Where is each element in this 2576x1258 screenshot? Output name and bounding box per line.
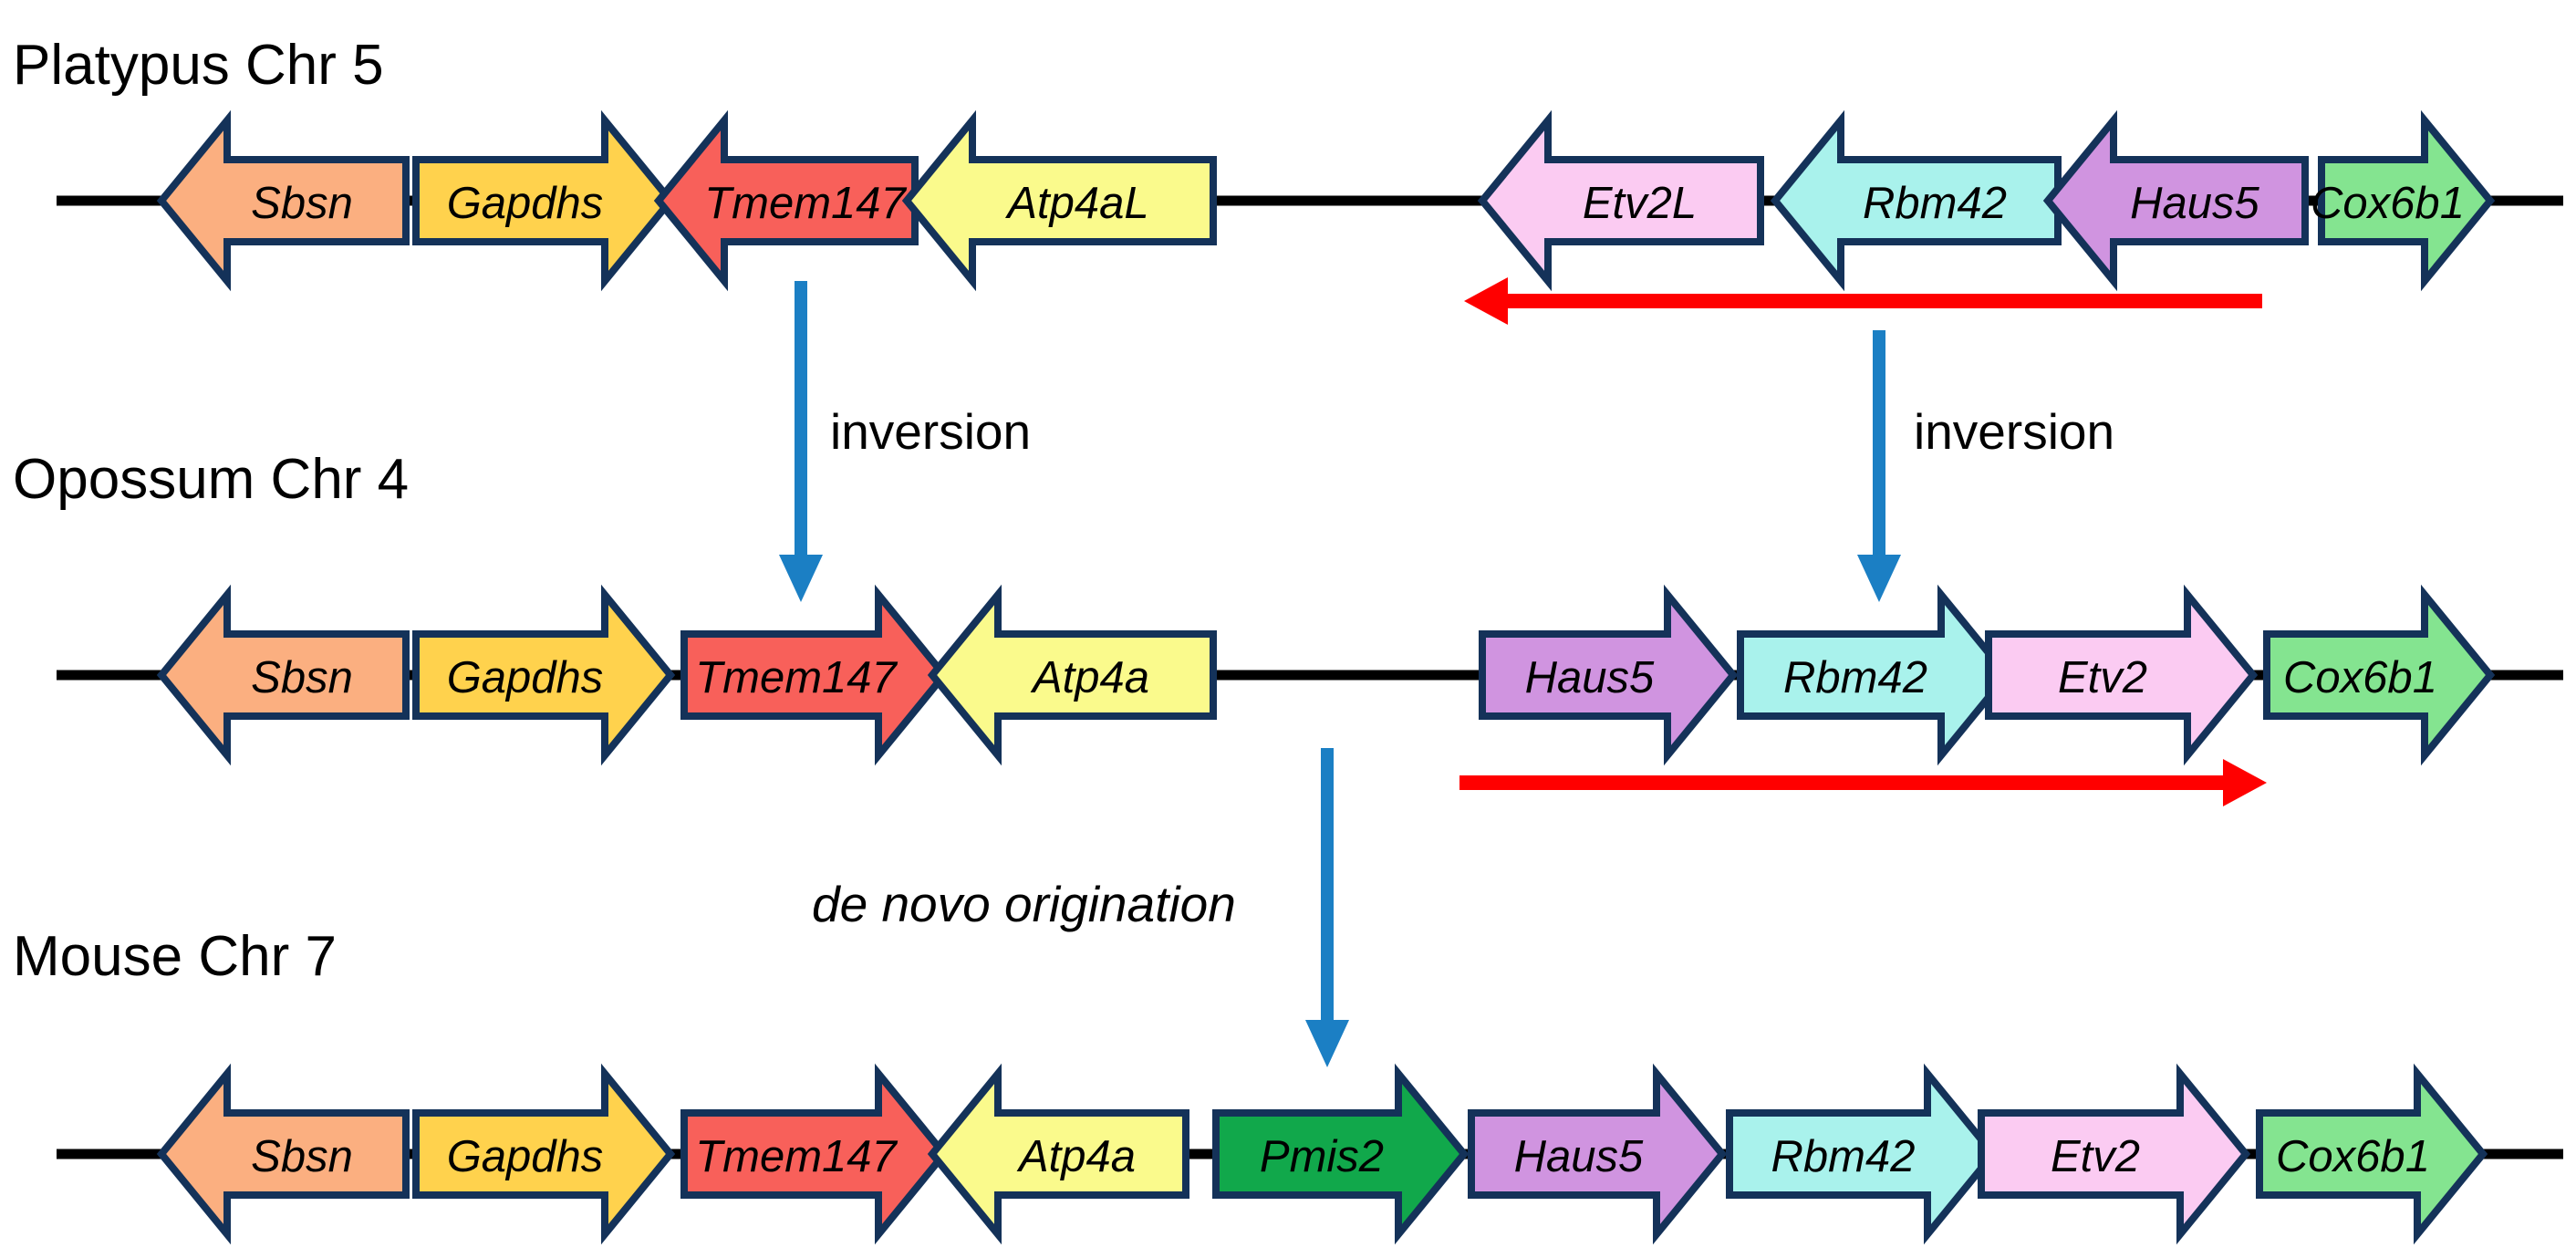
gene-label: Gapdhs — [447, 653, 604, 702]
gene-arrow-shape — [1737, 584, 2012, 766]
gene-etv2[interactable]: Etv2 — [1985, 584, 2259, 766]
gene-label: Rbm42 — [1783, 653, 1927, 702]
gene-label: Atp4a — [1030, 653, 1149, 702]
gene-gapdhs[interactable]: Gapdhs — [412, 584, 676, 766]
gene-arrow-shape — [1770, 109, 2062, 292]
gene-arrow-shape — [653, 109, 919, 292]
gene-label: Haus5 — [1525, 653, 1655, 702]
gene-arrow-shape — [1985, 584, 2259, 766]
gene-label: Rbm42 — [1771, 1132, 1916, 1181]
gene-arrow-shape — [156, 1063, 410, 1245]
gene-label: Tmem147 — [695, 1132, 898, 1181]
gene-arrow-shape — [2042, 109, 2309, 292]
chromosome-row-opossum: Opossum Chr 4 Sbsn Gapdhs Tmem147 Atp4a Haus5… — [13, 448, 2563, 806]
gene-label: Haus5 — [1514, 1132, 1644, 1181]
gene-label: Atp4aL — [1004, 179, 1148, 228]
gene-arrow-shape — [2318, 109, 2496, 292]
gene-arrow-shape — [1726, 1063, 1999, 1245]
gene-arrow-shape — [1477, 109, 1764, 292]
gene-atp4a[interactable]: Atp4a — [927, 1063, 1189, 1245]
gene-label: Tmem147 — [695, 653, 898, 702]
gene-arrow-shape — [156, 584, 410, 766]
event-label: de novo origination — [812, 876, 1236, 932]
inversion-span-arrowhead — [1464, 277, 1508, 325]
event-arrowhead — [1857, 555, 1901, 602]
event-inversion-left: inversion — [779, 281, 1031, 602]
event-arrowhead — [1305, 1020, 1349, 1067]
gene-arrow-shape — [412, 584, 676, 766]
gene-tmem147[interactable]: Tmem147 — [653, 109, 919, 292]
gene-label: Etv2 — [2058, 653, 2147, 702]
event-label: inversion — [830, 403, 1031, 460]
gene-label: Haus5 — [2130, 179, 2259, 228]
gene-label: Sbsn — [251, 1132, 353, 1181]
gene-sbsn[interactable]: Sbsn — [156, 1063, 410, 1245]
chromosome-row-mouse: Mouse Chr 7 Sbsn Gapdhs Tmem147 Atp4a Pmis2 Ha… — [13, 925, 2563, 1245]
inversion-span-arrow — [1459, 759, 2267, 806]
gene-label: Cox6b1 — [2276, 1132, 2430, 1181]
gene-arrow-shape — [901, 109, 1217, 292]
gene-label: Sbsn — [251, 653, 353, 702]
gene-arrow-shape — [412, 109, 676, 292]
gene-arrow-shape — [680, 584, 950, 766]
gene-label: Cox6b1 — [2283, 653, 2437, 702]
gene-tmem147[interactable]: Tmem147 — [680, 584, 950, 766]
gene-cox6b1[interactable]: Cox6b1 — [2263, 584, 2496, 766]
event-annotations: inversion inversion de novo origination — [779, 281, 2114, 1067]
row-label-mouse: Mouse Chr 7 — [13, 925, 337, 988]
gene-gapdhs[interactable]: Gapdhs — [412, 109, 676, 292]
gene-haus5[interactable]: Haus5 — [1468, 1063, 1728, 1245]
gene-arrow-shape — [680, 1063, 950, 1245]
gene-rbm42[interactable]: Rbm42 — [1726, 1063, 1999, 1245]
gene-rbm42[interactable]: Rbm42 — [1737, 584, 2012, 766]
gene-etv2[interactable]: Etv2 — [1978, 1063, 2251, 1245]
gene-sbsn[interactable]: Sbsn — [156, 109, 410, 292]
gene-atp4a[interactable]: Atp4a — [927, 584, 1217, 766]
gene-cox6b1[interactable]: Cox6b1 — [2256, 1063, 2488, 1245]
event-label: inversion — [1914, 403, 2114, 460]
gene-arrow-shape — [2263, 584, 2496, 766]
event-arrowhead — [779, 555, 823, 602]
gene-label: Atp4a — [1016, 1132, 1136, 1181]
gene-arrow-shape — [1978, 1063, 2251, 1245]
event-de-novo-origination: de novo origination — [812, 748, 1349, 1067]
gene-arrow-shape — [412, 1063, 676, 1245]
gene-gapdhs[interactable]: Gapdhs — [412, 1063, 676, 1245]
gene-cox6b1[interactable]: Cox6b1 — [2311, 109, 2496, 292]
gene-arrow-shape — [1468, 1063, 1728, 1245]
inversion-span-arrow — [1464, 277, 2262, 325]
row-label-opossum: Opossum Chr 4 — [13, 448, 409, 511]
gene-arrow-shape — [927, 1063, 1189, 1245]
gene-arrow-shape — [1479, 584, 1739, 766]
gene-haus5[interactable]: Haus5 — [2042, 109, 2309, 292]
gene-haus5[interactable]: Haus5 — [1479, 584, 1739, 766]
gene-rbm42[interactable]: Rbm42 — [1770, 109, 2062, 292]
gene-arrow-shape — [1212, 1063, 1470, 1245]
gene-atp4al[interactable]: Atp4aL — [901, 109, 1217, 292]
gene-label: Rbm42 — [1863, 179, 2007, 228]
gene-label: Sbsn — [251, 179, 353, 228]
gene-label: Gapdhs — [447, 1132, 604, 1181]
gene-arrow-shape — [156, 109, 410, 292]
gene-sbsn[interactable]: Sbsn — [156, 584, 410, 766]
gene-etv2l[interactable]: Etv2L — [1477, 109, 1764, 292]
gene-label: Tmem147 — [704, 179, 907, 228]
gene-label: Pmis2 — [1260, 1132, 1384, 1181]
gene-label: Cox6b1 — [2311, 179, 2465, 228]
gene-arrow-shape — [2256, 1063, 2488, 1245]
gene-label: Etv2L — [1583, 179, 1697, 228]
gene-label: Etv2 — [2051, 1132, 2140, 1181]
inversion-span-arrowhead — [2223, 759, 2267, 806]
gene-label: Gapdhs — [447, 179, 604, 228]
chromosome-row-platypus: Platypus Chr 5 Sbsn Gapdhs Tmem147 Atp4aL Etv… — [13, 34, 2563, 325]
gene-tmem147[interactable]: Tmem147 — [680, 1063, 950, 1245]
gene-pmis2[interactable]: Pmis2 — [1212, 1063, 1470, 1245]
gene-arrow-shape — [927, 584, 1217, 766]
event-inversion-right: inversion — [1857, 330, 2114, 602]
row-label-platypus: Platypus Chr 5 — [13, 34, 384, 97]
